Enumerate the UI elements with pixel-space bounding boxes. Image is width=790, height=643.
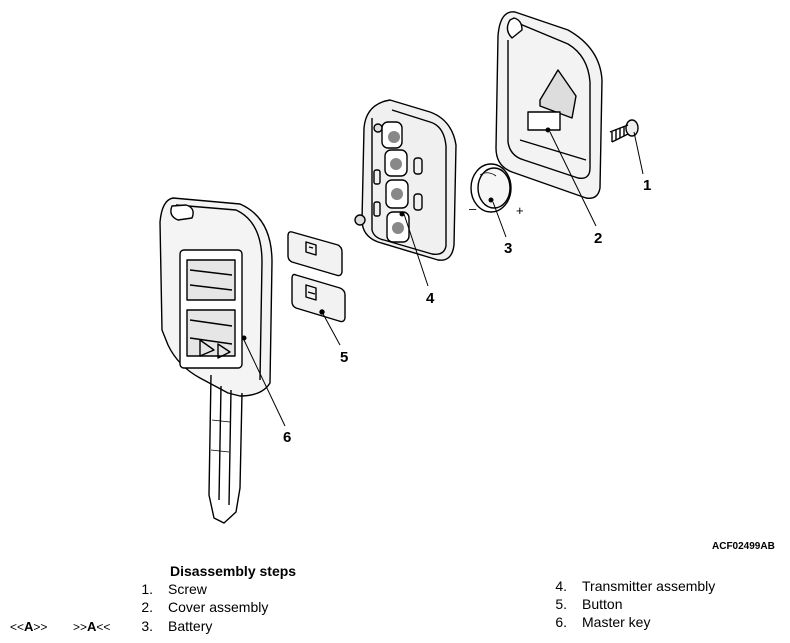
callout-1: 1 <box>643 177 652 194</box>
screw-part <box>609 119 639 143</box>
step-label: Transmitter assembly <box>582 578 716 594</box>
exploded-view-diagram <box>159 11 644 524</box>
button-part <box>287 231 346 323</box>
step-number: 3. <box>141 618 153 634</box>
removal-reference: <<A>> <box>10 619 48 634</box>
cover-assembly-part <box>495 11 603 199</box>
step-number: 2. <box>141 599 153 615</box>
callout-5: 5 <box>340 349 349 366</box>
callout-3: 3 <box>504 240 513 257</box>
step-label: Screw <box>168 581 207 597</box>
master-key-part <box>159 197 273 524</box>
step-number: 5. <box>555 596 567 612</box>
callout-2: 2 <box>594 230 603 247</box>
battery-minus-sign: – <box>469 201 477 216</box>
step-number: 4. <box>555 578 567 594</box>
step-label: Battery <box>168 618 213 634</box>
battery-plus-sign: + <box>516 203 524 218</box>
steps-title: Disassembly steps <box>170 563 297 579</box>
leader-lines <box>243 131 644 427</box>
battery-part <box>470 163 512 213</box>
figure-code: ACF02499AB <box>712 541 775 552</box>
callout-4: 4 <box>426 290 435 307</box>
step-number: 1. <box>141 581 153 597</box>
step-label: Cover assembly <box>168 599 269 615</box>
installation-reference: >>A<< <box>73 619 111 634</box>
transmitter-assembly-part <box>354 99 457 261</box>
step-label: Button <box>582 596 623 612</box>
step-label: Master key <box>582 614 651 630</box>
callout-6: 6 <box>283 429 292 446</box>
step-number: 6. <box>555 614 567 630</box>
